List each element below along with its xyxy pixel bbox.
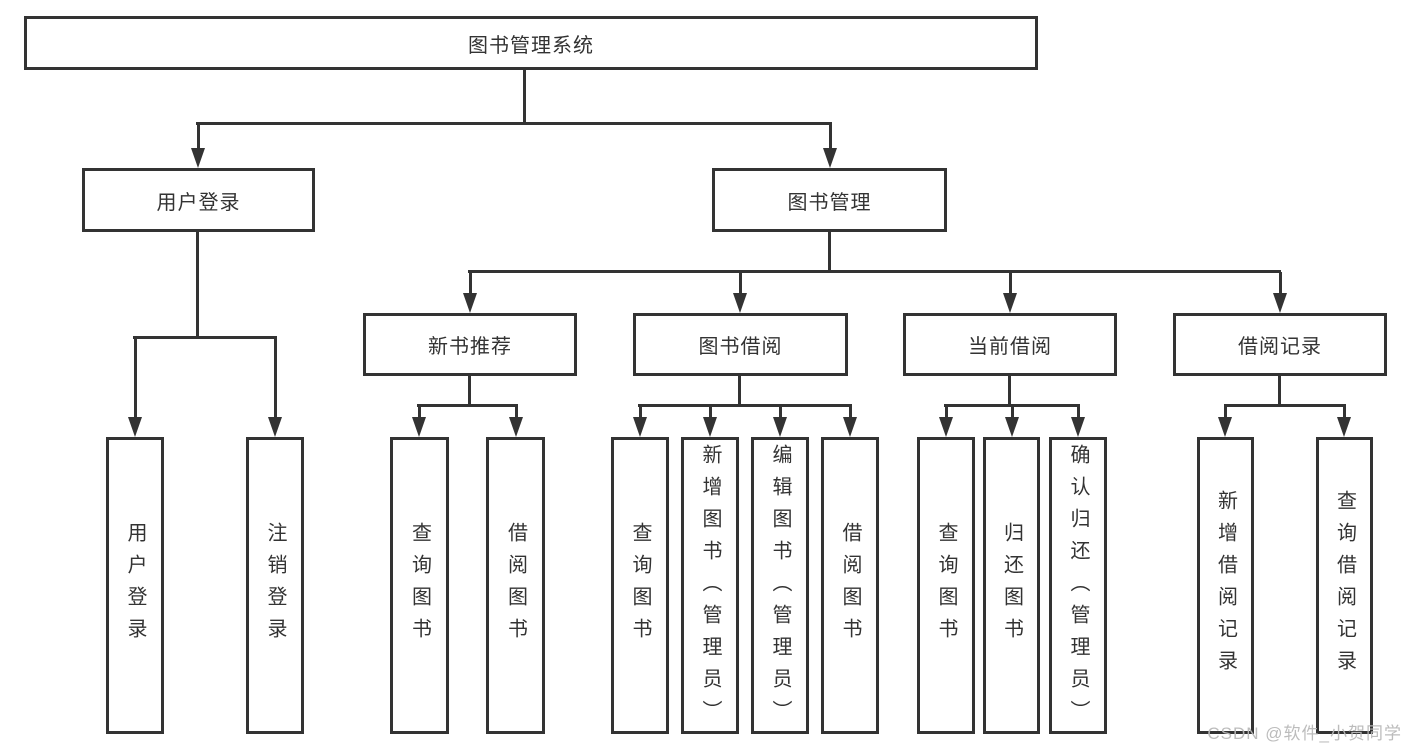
connector-book-management-stem [828,232,831,273]
connector-user-login-split [133,336,277,339]
connector-new-book-split [417,404,518,407]
leaf-current-confirm-return-admin: 确认归还（管理员） [1049,437,1107,734]
arrow-down-leaf [1004,406,1020,437]
leaf-records-query-record: 查询借阅记录 [1316,437,1373,734]
leaf-label: 查询图书 [408,521,431,650]
leaf-label: 查询图书 [935,521,957,650]
leaf-records-add-record: 新增借阅记录 [1197,437,1254,734]
arrow-down-leaf [842,406,858,437]
node-label: 图书借阅 [698,336,783,358]
arrow-down-leaf [702,406,718,437]
node-current-borrowing: 当前借阅 [903,313,1117,376]
node-user-login: 用户登录 [82,168,315,232]
arrow-down-leaf [1336,406,1352,437]
connector-book-management-split [468,270,1281,273]
leaf-label: 查询图书 [629,521,651,650]
arrow-down-leaf [1217,406,1233,437]
leaf-borrowing-edit-books-admin: 编辑图书（管理员） [751,437,809,734]
arrow-down-to-book-management [822,124,838,168]
connector-root-stem [523,70,526,124]
connector-current-borrowing-stem [1008,376,1011,407]
arrow-down-to-book-borrowing [732,272,748,313]
leaf-newbook-borrow-books: 借阅图书 [486,437,545,734]
connector-root-split [196,122,832,125]
node-label: 借阅记录 [1238,336,1322,358]
connector-new-book-stem [468,376,471,407]
connector-book-borrowing-split [638,404,852,407]
leaf-label: 归还图书 [1000,521,1023,650]
arrow-down-to-new-book-recommend [462,272,478,313]
leaf-label: 新增借阅记录 [1214,489,1237,682]
leaf-label: 借阅图书 [504,521,527,650]
arrow-down-leaf [508,406,524,437]
leaf-borrowing-add-books-admin: 新增图书（管理员） [681,437,739,734]
connector-current-borrowing-split [944,404,1080,407]
leaf-label: 确认归还（管理员） [1067,443,1089,732]
leaf-current-return-books: 归还图书 [983,437,1040,734]
arrow-down-leaf [938,406,954,437]
connector-book-borrowing-stem [738,376,741,407]
arrow-down-to-leaf-user-login [127,338,143,437]
leaf-newbook-query-books: 查询图书 [390,437,449,734]
leaf-current-query-books: 查询图书 [917,437,975,734]
node-book-borrowing: 图书借阅 [633,313,848,376]
node-label: 当前借阅 [968,336,1052,358]
leaf-user-login: 用户登录 [106,437,164,734]
leaf-label: 注销登录 [264,521,286,650]
connector-borrowing-records-split [1224,404,1346,407]
node-label: 图书管理系统 [468,34,594,57]
leaf-label: 新增图书（管理员） [699,443,721,732]
arrow-down-to-user-login [190,124,206,168]
node-label: 新书推荐 [428,336,512,358]
arrow-down-to-borrowing-records [1272,272,1288,313]
node-label: 用户登录 [156,191,241,214]
leaf-label: 用户登录 [124,521,146,650]
leaf-borrowing-borrow-books: 借阅图书 [821,437,879,734]
node-borrowing-records: 借阅记录 [1173,313,1387,376]
arrow-down-to-leaf-logout [267,338,283,437]
node-new-book-recommend: 新书推荐 [363,313,577,376]
arrow-down-leaf [1070,406,1086,437]
arrow-down-to-current-borrowing [1002,272,1018,313]
arrow-down-leaf [632,406,648,437]
leaf-borrowing-query-books: 查询图书 [611,437,669,734]
watermark-text: CSDN @软件_小贺同学 [1207,724,1402,743]
leaf-logout: 注销登录 [246,437,304,734]
node-book-management: 图书管理 [712,168,947,232]
leaf-label: 查询借阅记录 [1333,489,1356,682]
node-label: 图书管理 [787,191,872,214]
connector-borrowing-records-stem [1278,376,1281,407]
leaf-label: 编辑图书（管理员） [769,443,791,732]
leaf-label: 借阅图书 [839,521,861,650]
connector-user-login-stem [196,232,199,339]
arrow-down-leaf [772,406,788,437]
node-library-system: 图书管理系统 [24,16,1038,70]
arrow-down-leaf [411,406,427,437]
